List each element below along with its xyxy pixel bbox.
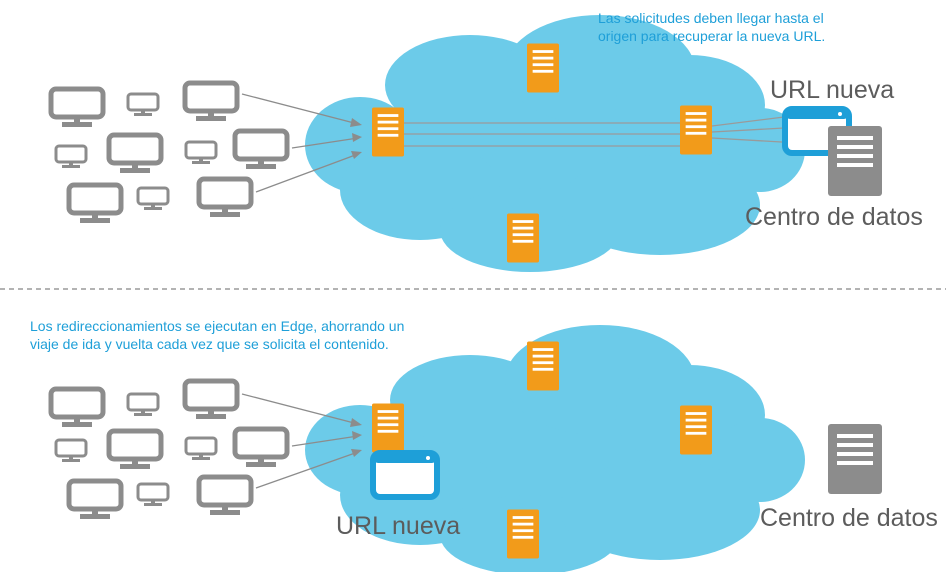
monitor-icon (69, 481, 121, 519)
monitor-icon (51, 89, 103, 127)
bottom-panel: Los redireccionamientos se ejecutan en E… (30, 318, 938, 572)
bottom-caption-line2: viaje de ida y vuelta cada vez que se so… (30, 336, 389, 352)
server-icon (372, 107, 404, 157)
top-edge-links (390, 116, 835, 147)
bottom-clients (51, 381, 287, 519)
bottom-datacenter-label: Centro de datos (760, 504, 938, 532)
browser-window-icon (373, 453, 437, 497)
top-caption-line1: Las solicitudes deben llegar hasta el (598, 10, 824, 26)
datacenter-icon (828, 126, 882, 196)
monitor-icon (109, 135, 161, 173)
monitor-icon (184, 436, 218, 462)
datacenter-icon (828, 424, 882, 494)
monitor-icon (185, 381, 237, 419)
server-icon (507, 509, 539, 559)
top-panel: Las solicitudes deben llegar hasta el or… (51, 10, 923, 272)
monitor-icon (109, 431, 161, 469)
server-icon (680, 105, 712, 155)
top-client-arrows (241, 93, 359, 193)
monitor-icon (136, 186, 170, 212)
top-clients (51, 83, 287, 223)
server-icon (527, 43, 559, 93)
monitor-icon (51, 389, 103, 427)
top-cloud (305, 15, 805, 272)
server-icon (507, 213, 539, 263)
monitor-icon (69, 185, 121, 223)
server-icon (680, 405, 712, 455)
monitor-icon (54, 438, 88, 464)
bottom-arrowheads (350, 418, 362, 457)
top-arrowheads (350, 118, 362, 159)
monitor-icon (126, 92, 160, 118)
top-caption-line2: origen para recuperar la nueva URL. (598, 28, 825, 44)
monitor-icon (184, 140, 218, 166)
server-icon (527, 341, 559, 391)
bottom-client-arrows (241, 393, 359, 489)
monitor-icon (235, 131, 287, 169)
server-icon (372, 403, 404, 453)
monitor-icon (54, 144, 88, 170)
top-url-label: URL nueva (770, 76, 894, 104)
monitor-icon (199, 179, 251, 217)
monitor-icon (136, 482, 170, 508)
monitor-icon (199, 477, 251, 515)
top-datacenter-label: Centro de datos (745, 203, 923, 231)
monitor-icon (185, 83, 237, 121)
monitor-icon (235, 429, 287, 467)
bottom-url-label: URL nueva (336, 512, 460, 540)
bottom-caption-line1: Los redireccionamientos se ejecutan en E… (30, 318, 404, 334)
monitor-icon (126, 392, 160, 418)
